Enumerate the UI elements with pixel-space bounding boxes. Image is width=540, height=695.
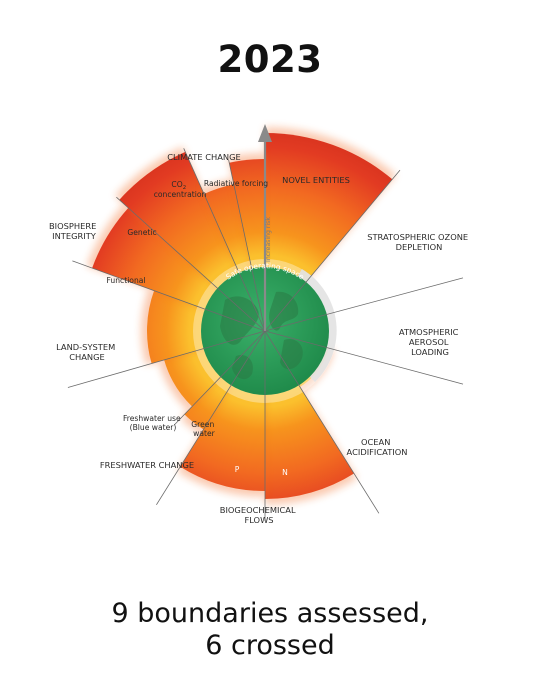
label-freshwater-change: FRESHWATER CHANGE: [100, 460, 194, 470]
label-green-water: Green water: [191, 420, 216, 438]
divider-land-biosphere: [72, 260, 266, 332]
divider-genetic-functional: [116, 196, 266, 332]
caption-line-2: 6 crossed: [205, 630, 335, 661]
risk-axis-arrowhead: [258, 124, 272, 142]
divider-co2-radiative: [228, 159, 266, 332]
divider-biogeo-freshwater: [156, 330, 266, 506]
label-functional: Functional: [106, 276, 145, 285]
label-phosphorus: P: [235, 465, 240, 474]
label-co2-concentration: CO2 concentration: [154, 180, 207, 199]
divider-biosphere-climate: [183, 148, 266, 332]
label-ocean-acidification: OCEAN ACIDIFICATION: [347, 437, 408, 457]
year-title: 2023: [217, 38, 323, 81]
label-novel-entities: NOVEL ENTITIES: [282, 175, 350, 185]
divider-ocean-biogeo: [264, 330, 380, 514]
caption: 9 boundaries assessed, 6 crossed: [0, 598, 540, 662]
divider-novel-ozone: [264, 169, 401, 332]
divider-ozone-aerosol: [264, 277, 464, 332]
label-stratospheric-ozone: STRATOSPHERIC OZONE DEPLETION: [367, 232, 471, 252]
label-land-system-change: LAND-SYSTEM CHANGE: [56, 342, 118, 362]
divider-freshwater-land: [67, 330, 266, 388]
sector-dividers: [67, 148, 464, 521]
divider-green-blue: [174, 330, 266, 425]
label-nitrogen: N: [282, 468, 288, 477]
label-biogeochemical-flows: BIOGEOCHEMICAL FLOWS: [220, 505, 298, 525]
divider-aerosol-ocean: [264, 330, 464, 385]
label-radiative-forcing: Radiative forcing: [204, 179, 268, 188]
label-genetic: Genetic: [127, 228, 156, 237]
label-atmospheric-aerosol: ATMOSPHERIC AEROSOL LOADING: [399, 327, 461, 357]
label-biosphere-integrity: BIOSPHERE INTEGRITY: [49, 221, 99, 241]
label-climate-change: CLIMATE CHANGE: [167, 152, 241, 162]
caption-line-1: 9 boundaries assessed,: [111, 598, 429, 629]
risk-axis-label: Increasing risk: [265, 217, 272, 262]
label-freshwater-use: Freshwater use (Blue water): [123, 414, 183, 432]
